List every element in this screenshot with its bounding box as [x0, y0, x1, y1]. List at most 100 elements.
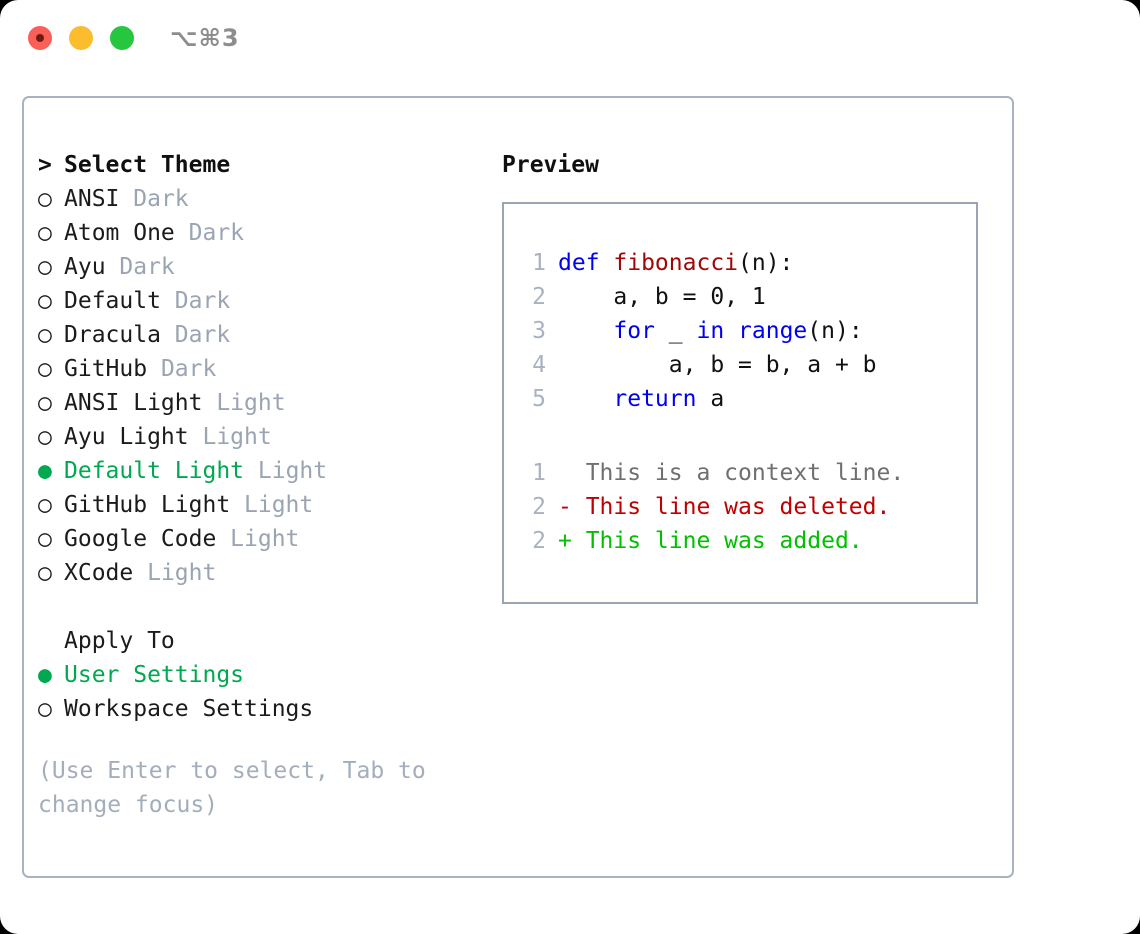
radio-unselected-icon[interactable]: ○ — [38, 288, 52, 314]
code-token — [558, 318, 613, 344]
code-token: in — [696, 318, 725, 344]
apply-to-item[interactable]: ● User Settings — [38, 658, 483, 692]
theme-list-item[interactable]: ○ XCode Light — [38, 556, 483, 590]
theme-list-item[interactable]: ○ Dracula Dark — [38, 318, 483, 352]
radio-unselected-icon[interactable]: ○ — [38, 424, 52, 450]
theme-name-label: Default Light — [64, 458, 258, 484]
theme-variant-label: Dark — [174, 322, 231, 348]
theme-name-label: GitHub — [64, 356, 161, 382]
line-number: 1 — [532, 250, 546, 276]
theme-picker-panel: >Select Theme ○ANSI Dark○Atom One Dark○A… — [22, 96, 1014, 878]
code-token: range — [738, 318, 808, 344]
code-line: 4 a, b = b, a + b — [522, 348, 968, 382]
theme-name-label: GitHub Light — [64, 492, 245, 518]
apply-to-list: ● User Settings ○ Workspace Settings — [38, 658, 483, 726]
radio-unselected-icon[interactable]: ○ — [38, 492, 52, 518]
theme-list-item[interactable]: ○ Atom One Dark — [38, 216, 483, 250]
diff-line: 2- This line was deleted. — [522, 490, 968, 524]
radio-unselected-icon[interactable]: ○ — [38, 220, 52, 246]
radio-unselected-icon[interactable]: ○ — [38, 356, 52, 382]
close-button[interactable] — [28, 26, 52, 50]
theme-list-item[interactable]: ○ANSI Dark — [38, 182, 483, 216]
theme-list-item[interactable]: ○ANSI Light Light — [38, 386, 483, 420]
theme-variant-label: Light — [202, 424, 272, 450]
diff-line: 1 This is a context line. — [522, 456, 968, 490]
preview-title: Preview — [502, 152, 599, 178]
radio-unselected-icon[interactable]: ○ — [38, 322, 52, 348]
theme-variant-label: Light — [244, 492, 314, 518]
radio-selected-icon[interactable]: ● — [38, 458, 52, 484]
theme-name-label: Dracula — [64, 322, 175, 348]
code-line: 5 return a — [522, 382, 968, 416]
line-number: 2 — [532, 284, 546, 310]
radio-unselected-icon[interactable]: ○ — [38, 696, 52, 722]
code-token: (n): — [807, 318, 863, 344]
theme-variant-label: Dark — [160, 356, 217, 382]
code-token: fibonacci — [613, 250, 739, 276]
line-number: 2 — [532, 528, 546, 554]
radio-unselected-icon[interactable]: ○ — [38, 526, 52, 552]
theme-variant-label: Light — [147, 560, 217, 586]
code-token: for — [613, 318, 655, 344]
theme-list-item[interactable]: ○ GitHub Light Light — [38, 488, 483, 522]
line-number: 1 — [532, 460, 546, 486]
apply-to-item[interactable]: ○ Workspace Settings — [38, 692, 483, 726]
line-number: 3 — [532, 318, 546, 344]
code-token: a — [696, 386, 725, 412]
radio-unselected-icon[interactable]: ○ — [38, 560, 52, 586]
theme-name-label: Ayu — [64, 254, 120, 280]
theme-variant-label: Light — [230, 526, 300, 552]
theme-variant-label: Dark — [119, 254, 175, 280]
line-number: 2 — [532, 494, 546, 520]
theme-list-item[interactable]: ○ GitHub Dark — [38, 352, 483, 386]
heading-caret-icon: > — [38, 152, 52, 178]
code-token: a, b = 0, 1 — [558, 284, 766, 310]
radio-unselected-icon[interactable]: ○ — [38, 186, 52, 212]
apply-to-label: Workspace Settings — [64, 696, 314, 722]
theme-name-label: Atom One — [64, 220, 189, 246]
theme-variant-label: Dark — [174, 288, 231, 314]
diff-sample: 1 This is a context line.2- This line wa… — [522, 456, 968, 558]
theme-list: ○ANSI Dark○Atom One Dark○Ayu Dark○Defaul… — [38, 182, 483, 590]
apply-to-heading: Apply To — [38, 624, 483, 658]
line-number: 5 — [532, 386, 546, 412]
theme-list-column: >Select Theme ○ANSI Dark○Atom One Dark○A… — [38, 148, 483, 822]
minimize-button[interactable] — [69, 26, 93, 50]
code-token: a, b = b, a + b — [558, 352, 877, 378]
diff-line: 2 + This line was added. — [522, 524, 968, 558]
code-line: 2 a, b = 0, 1 — [522, 280, 968, 314]
apply-to-heading-label: Apply To — [64, 628, 175, 654]
theme-list-item[interactable]: ● Default Light Light — [38, 454, 483, 488]
theme-name-label: Ayu Light — [64, 424, 203, 450]
theme-list-item[interactable]: ○Default Dark — [38, 284, 483, 318]
theme-list-item[interactable]: ○ Ayu Light Light — [38, 420, 483, 454]
theme-name-label: Google Code — [64, 526, 231, 552]
apply-to-label: User Settings — [64, 662, 245, 688]
theme-list-item[interactable]: ○ Ayu Dark — [38, 250, 483, 284]
theme-variant-label: Light — [257, 458, 328, 484]
maximize-button[interactable] — [110, 26, 134, 50]
theme-list-heading-label: Select Theme — [64, 152, 231, 178]
theme-variant-label: Dark — [188, 220, 245, 246]
keyboard-shortcut-label: ⌥⌘3 — [170, 24, 240, 52]
radio-unselected-icon[interactable]: ○ — [38, 390, 52, 416]
theme-variant-label: Dark — [133, 186, 189, 212]
radio-unselected-icon[interactable]: ○ — [38, 254, 52, 280]
radio-selected-icon[interactable]: ● — [38, 662, 52, 688]
theme-name-label: XCode — [64, 560, 148, 586]
theme-list-heading: > Select Theme — [38, 148, 483, 182]
diff-text: + This line was added. — [558, 528, 863, 554]
theme-list-item[interactable]: ○ Google Code Light — [38, 522, 483, 556]
code-token — [724, 318, 738, 344]
apply-to-spacer — [38, 624, 64, 658]
code-token: return — [613, 386, 697, 412]
code-token: def — [558, 250, 614, 276]
diff-text: This is a context line. — [558, 460, 905, 486]
code-token: _ — [654, 318, 697, 344]
code-token: (n): — [738, 250, 794, 276]
keyboard-hint-text: (Use Enter to select, Tab to change focu… — [38, 758, 426, 818]
